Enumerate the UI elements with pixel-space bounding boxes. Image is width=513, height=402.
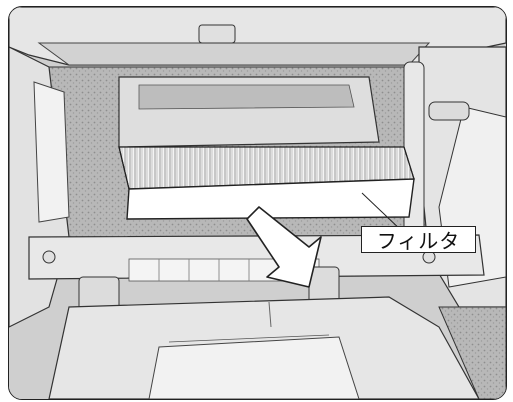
cabin-filter-face: [126, 178, 415, 220]
illustration-frame: [8, 6, 507, 400]
cabin-filter-illustration: [9, 7, 506, 399]
removal-arrow: [246, 206, 322, 288]
filter-callout-label: フィルタ: [361, 226, 476, 253]
panel-screw-left: [42, 250, 56, 264]
top-latch: [198, 24, 236, 44]
